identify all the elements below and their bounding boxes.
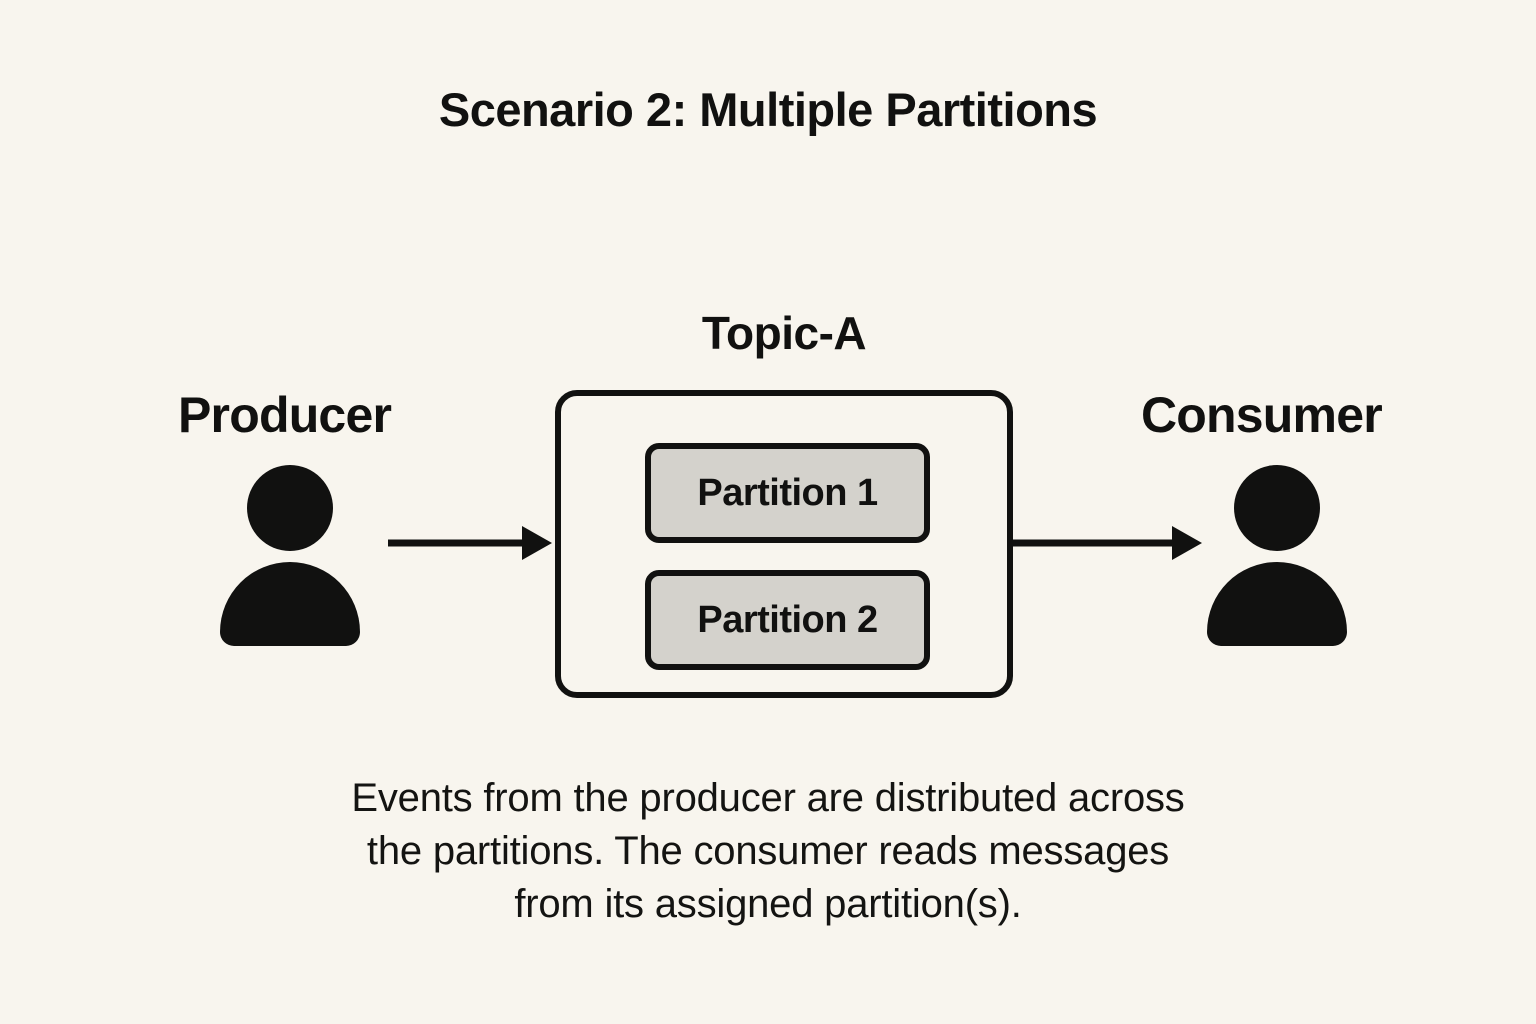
partition-label-2: Partition 2	[697, 599, 878, 641]
producer-label: Producer	[178, 387, 392, 443]
consumer-label: Consumer	[1141, 387, 1383, 443]
caption-line-2: the partitions. The consumer reads messa…	[366, 829, 1170, 873]
caption-line-3: from its assigned partition(s).	[514, 882, 1022, 926]
person-body-shape	[220, 562, 360, 646]
caption: Events from the producer are distributed…	[168, 772, 1368, 931]
producer-person-icon	[215, 465, 365, 646]
topic-label: Topic-A	[701, 307, 867, 359]
caption-line-1: Events from the producer are distributed…	[351, 776, 1185, 820]
person-body-shape	[1207, 562, 1347, 646]
consumer-person-icon	[1202, 465, 1352, 646]
arrow-producer-to-topic-icon	[388, 523, 552, 563]
partition-label-1: Partition 1	[697, 472, 878, 514]
page-title: Scenario 2: Multiple Partitions	[438, 83, 1098, 136]
partition-box-2: Partition 2	[645, 570, 930, 670]
arrow-topic-to-consumer-icon	[1012, 523, 1202, 563]
person-head-shape	[247, 465, 333, 551]
person-head-shape	[1234, 465, 1320, 551]
topic-container	[555, 390, 1013, 698]
partition-box-1: Partition 1	[645, 443, 930, 543]
